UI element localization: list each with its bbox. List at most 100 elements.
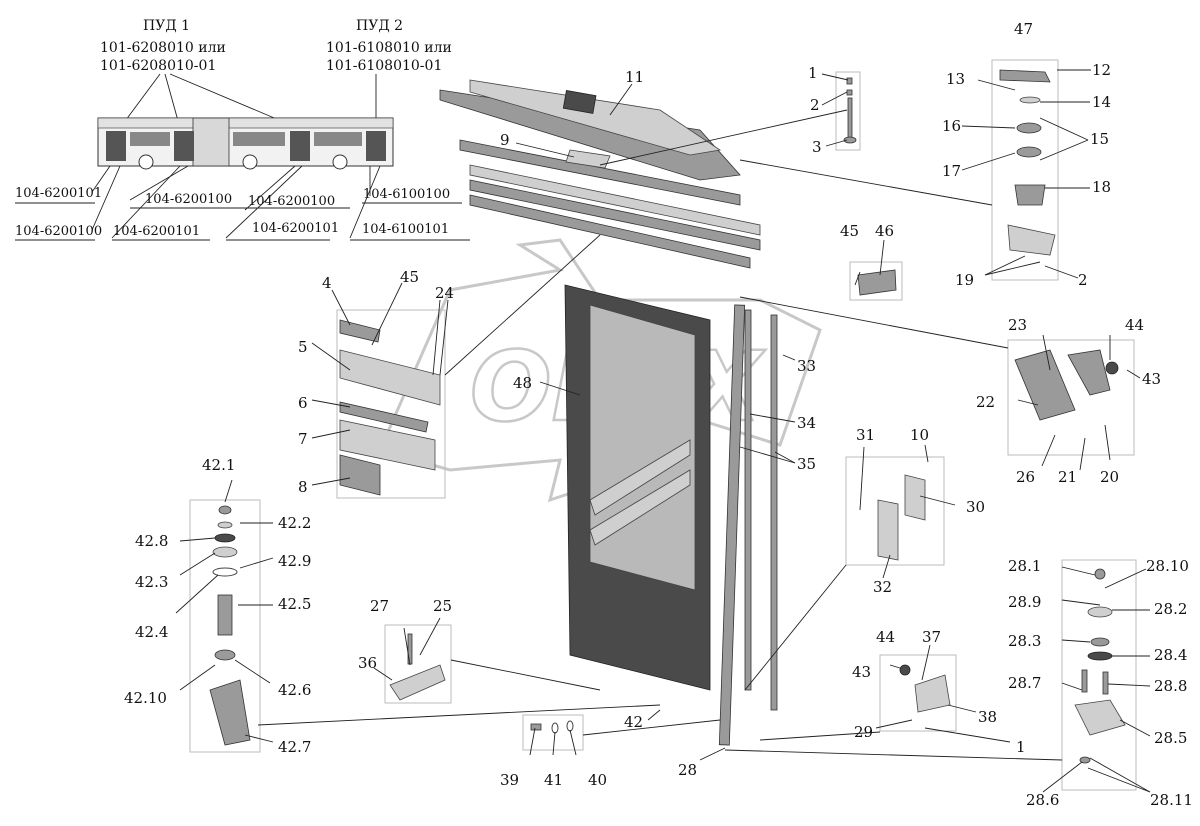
- callout-43-lower: 43: [852, 663, 871, 681]
- callout-37: 37: [922, 628, 941, 646]
- callout-39: 39: [500, 771, 519, 789]
- pud1-code2: 101-6208010-01: [100, 58, 216, 74]
- fasteners-39-41: [522, 714, 584, 751]
- pud1-code1: 101-6208010 или: [100, 40, 226, 56]
- callout-10: 10: [910, 426, 929, 444]
- callout-18: 18: [1092, 178, 1111, 196]
- pud2-title: ПУД 2: [356, 18, 403, 34]
- callout-28-9: 28.9: [1008, 593, 1041, 611]
- callout-28-6: 28.6: [1026, 791, 1059, 809]
- callout-40: 40: [588, 771, 607, 789]
- callout-9: 9: [500, 131, 510, 149]
- callout-42-10: 42.10: [124, 689, 167, 707]
- callout-33: 33: [797, 357, 816, 375]
- callout-32: 32: [873, 578, 892, 596]
- callout-44-right: 44: [1125, 316, 1144, 334]
- callout-42-3: 42.3: [135, 573, 168, 591]
- callout-28-4: 28.4: [1154, 646, 1187, 664]
- callout-42-6: 42.6: [278, 681, 311, 699]
- callout-28-10: 28.10: [1146, 557, 1189, 575]
- bus-label-2: 104-6200100: [15, 224, 102, 239]
- bracket-45-46: [849, 261, 903, 301]
- seal-profiles-4-8: [336, 309, 446, 499]
- bracket-30-32: [845, 456, 945, 566]
- callout-19: 19: [955, 271, 974, 289]
- callout-28-5: 28.5: [1154, 729, 1187, 747]
- bus-overview: ПУД 1 101-6208010 или 101-6208010-01 ПУД…: [15, 18, 470, 241]
- callout-14: 14: [1092, 93, 1111, 111]
- callout-34: 34: [797, 414, 816, 432]
- callout-41: 41: [544, 771, 563, 789]
- callout-44-lower: 44: [876, 628, 895, 646]
- callout-47: 47: [1014, 20, 1033, 38]
- callout-13: 13: [946, 70, 965, 88]
- pivot-assembly-28: [1061, 559, 1137, 791]
- callout-42: 42: [624, 713, 643, 731]
- callouts: 1 2 3 4 5 6 7 8 9 10 11 12 13 14 15 16 1…: [124, 20, 1193, 809]
- callout-12: 12: [1092, 61, 1111, 79]
- pud2-code2: 101-6108010-01: [326, 58, 442, 74]
- callout-30: 30: [966, 498, 985, 516]
- callout-28-3: 28.3: [1008, 632, 1041, 650]
- pud1-title: ПУД 1: [143, 18, 190, 34]
- callout-28: 28: [678, 761, 697, 779]
- callout-43-right: 43: [1142, 370, 1161, 388]
- hinge-assembly-12-19: [991, 59, 1059, 281]
- callout-21: 21: [1058, 468, 1077, 486]
- bus-label-8: 104-6100101: [362, 222, 449, 237]
- callout-42-4: 42.4: [135, 623, 168, 641]
- callout-48: 48: [513, 374, 532, 392]
- callout-11: 11: [625, 68, 644, 86]
- pud2-code1: 101-6108010 или: [326, 40, 452, 56]
- callout-45-right: 45: [840, 222, 859, 240]
- door-drive-mechanism: [439, 79, 761, 269]
- bus-label-6: 104-6200101: [252, 221, 339, 236]
- callout-42-5: 42.5: [278, 595, 311, 613]
- callout-42-8: 42.8: [135, 532, 168, 550]
- callout-35: 35: [797, 455, 816, 473]
- callout-2-right: 2: [1078, 271, 1088, 289]
- callout-7: 7: [298, 430, 308, 448]
- callout-15: 15: [1090, 130, 1109, 148]
- callout-26: 26: [1016, 468, 1035, 486]
- callout-27: 27: [370, 597, 389, 615]
- leader-lines: [175, 69, 1151, 793]
- bus-label-4: 104-6200100: [145, 192, 232, 207]
- callout-28-7: 28.7: [1008, 674, 1041, 692]
- callout-38: 38: [978, 708, 997, 726]
- bus-label-7: 104-6100100: [363, 187, 450, 202]
- callout-28-1: 28.1: [1008, 557, 1041, 575]
- hinge-20-26: [1007, 339, 1135, 456]
- callout-16: 16: [942, 117, 961, 135]
- callout-23: 23: [1008, 316, 1027, 334]
- callout-42-7: 42.7: [278, 738, 311, 756]
- callout-28-11: 28.11: [1150, 791, 1193, 809]
- callout-42-9: 42.9: [278, 552, 311, 570]
- callout-45-left: 45: [400, 268, 419, 286]
- callout-24: 24: [435, 284, 454, 302]
- bus-image: [97, 117, 394, 170]
- callout-31: 31: [856, 426, 875, 444]
- callout-3: 3: [812, 138, 822, 156]
- bus-label-3: 104-6200101: [113, 224, 200, 239]
- door-leaf: [564, 284, 778, 746]
- callout-1-lower: 1: [1016, 738, 1026, 756]
- callout-2-top: 2: [810, 96, 820, 114]
- callout-22: 22: [976, 393, 995, 411]
- callout-29: 29: [854, 723, 873, 741]
- callout-1-top: 1: [808, 64, 818, 82]
- callout-17: 17: [942, 162, 961, 180]
- bus-label-5: 104-6200100: [248, 194, 335, 209]
- latch-plate-36: [384, 624, 452, 704]
- callout-42-1: 42.1: [202, 456, 235, 474]
- callout-6: 6: [298, 394, 308, 412]
- callout-28-8: 28.8: [1154, 677, 1187, 695]
- callout-46: 46: [875, 222, 894, 240]
- callout-28-2: 28.2: [1154, 600, 1187, 618]
- callout-5: 5: [298, 338, 308, 356]
- callout-36: 36: [358, 654, 377, 672]
- callout-42-2: 42.2: [278, 514, 311, 532]
- pin-assembly-1-3: [835, 71, 861, 151]
